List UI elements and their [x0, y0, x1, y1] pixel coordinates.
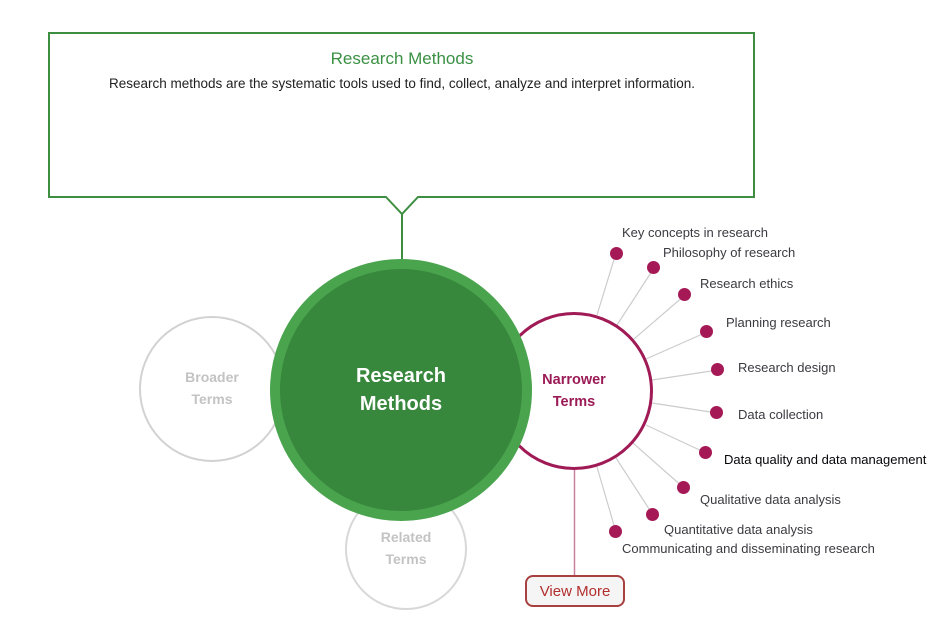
term-dot-key-concepts[interactable]: [610, 247, 623, 260]
term-label-philosophy[interactable]: Philosophy of research: [663, 245, 796, 260]
term-label-ethics[interactable]: Research ethics: [700, 276, 794, 291]
term-dot-ethics[interactable]: [678, 288, 691, 301]
related-terms-label: Related Terms: [380, 529, 432, 567]
definition-box-outline: [48, 32, 755, 216]
term-dot-philosophy[interactable]: [647, 261, 660, 274]
term-label-data-quality[interactable]: Data quality and data management: [724, 452, 927, 467]
term-label-design[interactable]: Research design: [738, 360, 836, 375]
term-label-qualitative[interactable]: Qualitative data analysis: [700, 492, 841, 507]
broader-terms-circle[interactable]: Broader Terms: [139, 316, 285, 462]
term-dot-qualitative[interactable]: [677, 481, 690, 494]
definition-title: Research Methods: [330, 49, 474, 68]
view-more-button[interactable]: View More: [525, 575, 625, 607]
narrower-terms-label: Narrower Terms: [542, 371, 606, 410]
definition-box: Research Methods Research methods are th…: [49, 33, 755, 91]
term-label-quantitative[interactable]: Quantitative data analysis: [664, 522, 813, 537]
definition-description: Research methods are the systematic tool…: [108, 76, 696, 91]
term-spoke-lines: [596, 252, 719, 533]
broader-terms-label: Broader Terms: [185, 369, 239, 407]
term-dot-quantitative[interactable]: [646, 508, 659, 521]
term-dot-communicating[interactable]: [609, 525, 622, 538]
term-dot-data-collection[interactable]: [710, 406, 723, 419]
term-label-planning[interactable]: Planning research: [726, 315, 831, 330]
term-dot-planning[interactable]: [700, 325, 713, 338]
term-label-key-concepts[interactable]: Key concepts in research: [622, 225, 768, 240]
term-dot-design[interactable]: [711, 363, 724, 376]
term-label-data-collection[interactable]: Data collection: [738, 407, 824, 422]
central-concept-label: Research Methods: [355, 365, 447, 415]
term-dot-data-quality[interactable]: [699, 446, 712, 459]
central-concept-circle[interactable]: Research Methods: [270, 259, 532, 521]
term-label-communicating[interactable]: Communicating and disseminating research: [622, 541, 875, 556]
